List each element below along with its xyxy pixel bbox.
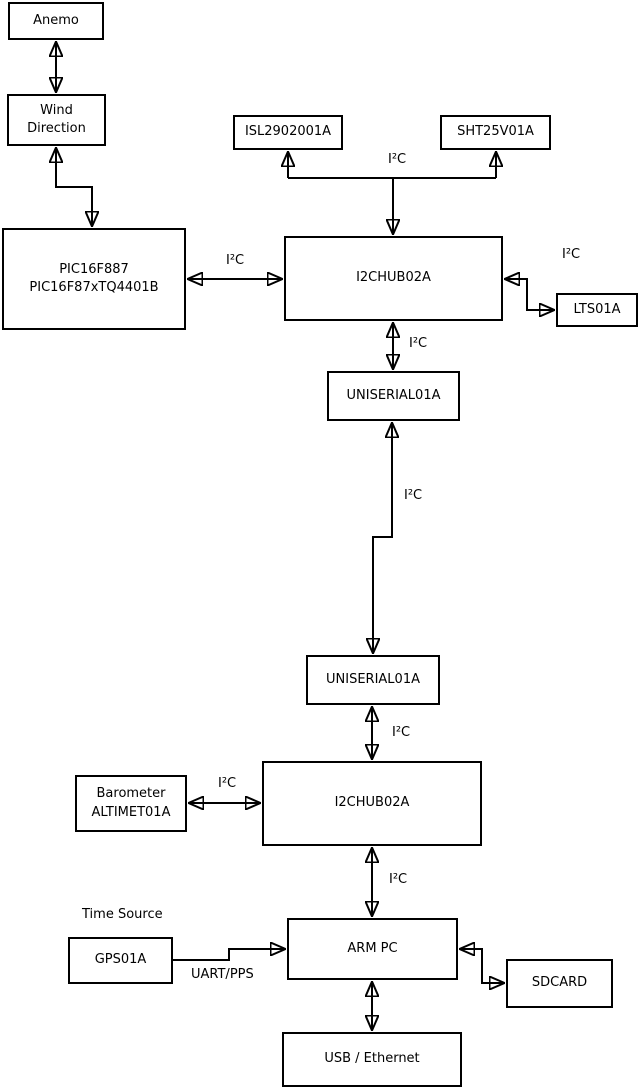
edge-label-i2c-barometer-hub2: I²C <box>218 776 237 791</box>
node-sht25v01a-label: SHT25V01A <box>457 124 534 140</box>
edge-label-i2c-uniserial2-hub2: I²C <box>392 725 411 740</box>
node-uniserial01a-top: UNISERIAL01A <box>327 371 460 421</box>
node-isl2902001a-label: ISL2902001A <box>244 124 332 140</box>
node-barometer: Barometer ALTIMET01A <box>75 775 187 832</box>
connector-hub1-lts <box>505 279 554 310</box>
edge-label-i2c-hub1-uniserial1: I²C <box>409 336 428 351</box>
node-lts01a: LTS01A <box>556 293 638 327</box>
node-uniserial01a-bottom-label: UNISERIAL01A <box>326 671 420 687</box>
node-i2chub02a-top-label: I2CHUB02A <box>356 270 431 286</box>
node-sht25v01a: SHT25V01A <box>440 115 551 150</box>
connector-uniserial1-uniserial2 <box>373 423 392 653</box>
node-sdcard-label: SDCARD <box>531 975 588 991</box>
node-uniserial01a-bottom: UNISERIAL01A <box>306 655 440 705</box>
node-i2chub02a-top: I2CHUB02A <box>284 236 503 321</box>
edge-label-i2c-hub2-armpc: I²C <box>389 872 408 887</box>
connector-gps-armpc <box>173 949 285 961</box>
label-time-source: Time Source <box>82 907 163 922</box>
edge-label-i2c-hub1-lts: I²C <box>562 247 581 262</box>
node-isl2902001a: ISL2902001A <box>233 115 343 150</box>
edge-label-i2c-pic-hub1: I²C <box>226 253 245 268</box>
edge-label-i2c-uniserial-link: I²C <box>404 488 423 503</box>
connector-winddirection-pic <box>56 148 92 226</box>
edge-label-i2c-junction: I²C <box>388 152 407 167</box>
node-pic-label-line2: PIC16F87xTQ4401B <box>29 280 159 295</box>
node-wind-direction-label-line2: Direction <box>27 121 86 136</box>
node-wind-direction: Wind Direction <box>7 94 106 146</box>
node-i2chub02a-bottom-label: I2CHUB02A <box>334 795 410 811</box>
node-arm-pc-label: ARM PC <box>347 940 398 956</box>
node-arm-pc: ARM PC <box>287 918 458 980</box>
node-anemo: Anemo <box>8 2 104 40</box>
node-i2chub02a-bottom: I2CHUB02A <box>262 761 482 846</box>
node-usb-ethernet: USB / Ethernet <box>282 1032 462 1087</box>
node-pic-label-line1: PIC16F887 <box>59 261 129 277</box>
connector-armpc-sdcard <box>460 949 504 983</box>
node-uniserial01a-top-label: UNISERIAL01A <box>346 387 441 403</box>
node-gps01a: GPS01A <box>68 937 173 984</box>
node-lts01a-label: LTS01A <box>573 301 621 317</box>
node-usb-ethernet-label: USB / Ethernet <box>324 1051 420 1067</box>
node-pic: PIC16F887 PIC16F87xTQ4401B <box>2 228 186 330</box>
node-wind-direction-label-line1: Wind <box>40 102 73 118</box>
node-barometer-label-line2: ALTIMET01A <box>91 804 171 820</box>
node-anemo-label: Anemo <box>33 12 79 28</box>
node-sdcard: SDCARD <box>506 959 613 1008</box>
edge-label-uart-pps: UART/PPS <box>191 967 254 982</box>
node-gps01a-label: GPS01A <box>94 952 147 968</box>
node-barometer-label-line1: Barometer <box>96 786 166 802</box>
